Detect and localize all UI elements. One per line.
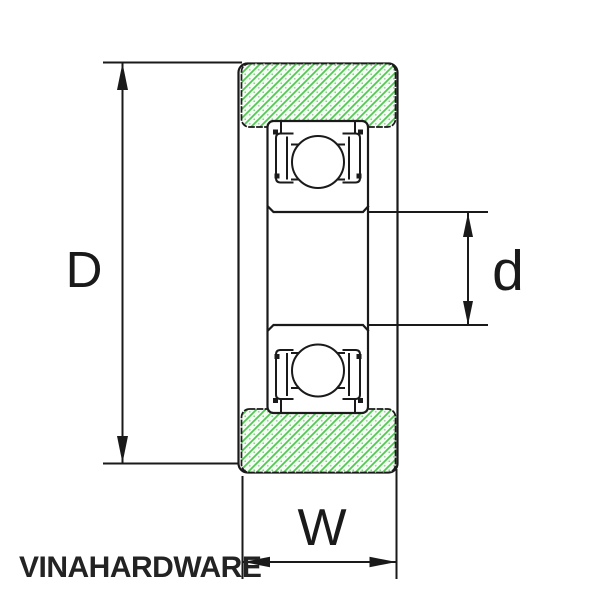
- seal-lip-dot: [356, 173, 362, 179]
- seal-lip-dot: [358, 129, 363, 135]
- dimensions: [103, 61, 488, 579]
- left-seal: [275, 132, 294, 184]
- outer-ring-top-hatch: [240, 62, 397, 128]
- ball: [291, 135, 345, 189]
- inner-ring-outline: [266, 119, 370, 415]
- arrow-left-icon: [243, 556, 270, 568]
- bearing-body: [237, 62, 399, 474]
- arrow-up-icon: [117, 63, 128, 90]
- right-seal: [342, 132, 361, 184]
- top-ball-assembly: [273, 120, 363, 189]
- seal-lip-dot: [273, 129, 278, 135]
- arrow-down-icon: [463, 301, 473, 325]
- outer-ring-bottom-hatch: [240, 408, 397, 474]
- bore-edge-top: [266, 204, 370, 214]
- arrow-up-icon: [463, 213, 473, 237]
- width-label: W: [297, 499, 347, 557]
- brand-watermark: VINAHARDWARE: [19, 551, 262, 584]
- outer-diameter-label: D: [65, 241, 103, 298]
- bore-edge-bottom: [266, 323, 370, 333]
- arrow-down-icon: [117, 436, 128, 463]
- inner-diameter-label: d: [492, 239, 524, 303]
- seal-lip-dot: [274, 173, 280, 179]
- arrow-right-icon: [369, 556, 397, 568]
